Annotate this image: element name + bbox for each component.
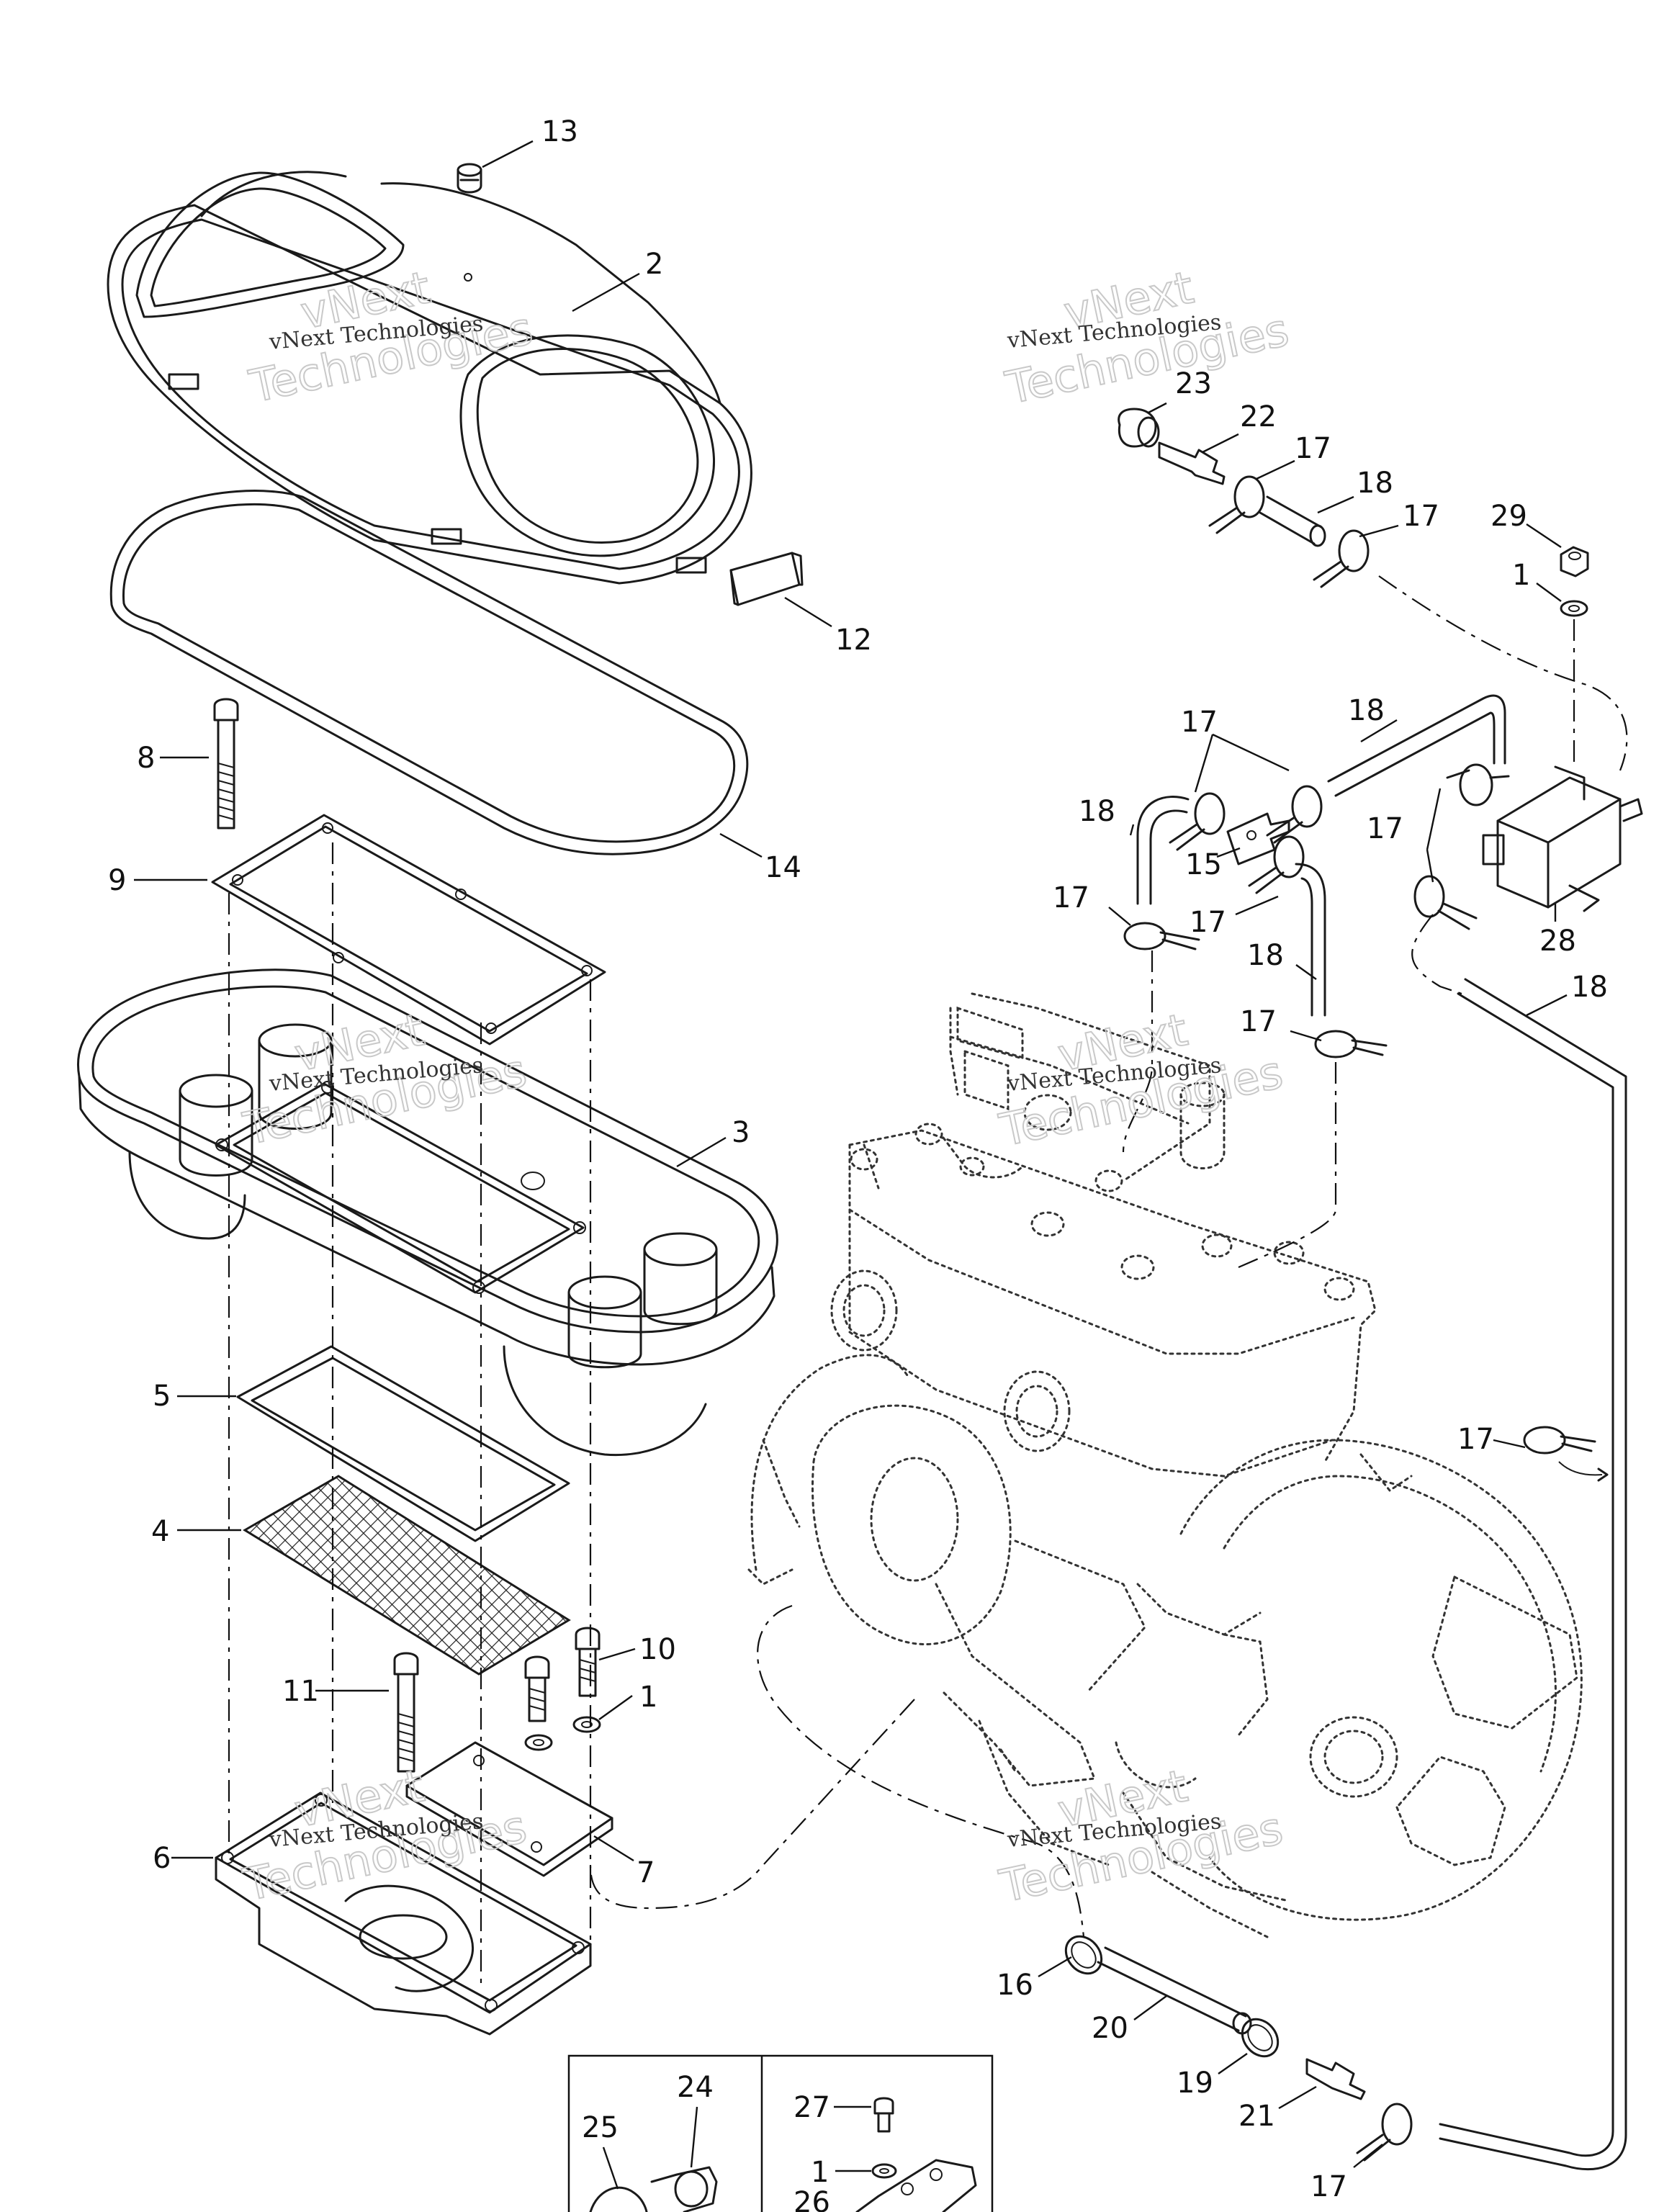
callout-17b: 17 bbox=[1403, 500, 1439, 533]
clamp-17c bbox=[1266, 785, 1323, 844]
callout-17g: 17 bbox=[1240, 1005, 1277, 1038]
callout-14: 14 bbox=[765, 851, 801, 884]
routing-lines bbox=[589, 575, 1628, 1938]
clamp-17a bbox=[1208, 475, 1265, 534]
clip bbox=[729, 552, 804, 606]
callout-10: 10 bbox=[639, 1633, 676, 1666]
inset-box bbox=[567, 2054, 994, 2212]
clamp-16 bbox=[1064, 1935, 1103, 1975]
callout-17d: 17 bbox=[1053, 881, 1089, 914]
hose-18e bbox=[1439, 978, 1627, 2171]
callout-25: 25 bbox=[582, 2111, 619, 2144]
callout-18d: 18 bbox=[1247, 939, 1284, 972]
callout-9: 9 bbox=[108, 864, 126, 897]
callout-2: 2 bbox=[645, 248, 663, 281]
clamp-17f bbox=[1413, 875, 1478, 930]
callout-29: 29 bbox=[1491, 500, 1527, 533]
callout-18c: 18 bbox=[1079, 795, 1115, 828]
callout-3: 3 bbox=[732, 1116, 750, 1149]
callout-11: 11 bbox=[282, 1675, 319, 1708]
callout-17f: 17 bbox=[1367, 812, 1403, 845]
callout-28: 28 bbox=[1539, 925, 1576, 958]
callout-17c: 17 bbox=[1181, 706, 1218, 739]
callout-24: 24 bbox=[677, 2071, 714, 2104]
callout-26: 26 bbox=[793, 2186, 830, 2212]
clamp-17g bbox=[1123, 922, 1200, 950]
nut-29 bbox=[1560, 546, 1589, 577]
callout-1b: 1 bbox=[1512, 559, 1530, 592]
engine bbox=[747, 992, 1583, 1938]
bracket-plate bbox=[405, 1741, 613, 1877]
clamp-near-28 bbox=[1446, 763, 1510, 806]
callout-12: 12 bbox=[835, 624, 872, 657]
clamp-17i bbox=[1356, 2103, 1413, 2162]
callout-20: 20 bbox=[1092, 2012, 1128, 2045]
flame-arrester bbox=[243, 1475, 571, 1676]
hose-18a bbox=[1259, 495, 1326, 547]
hose-18c bbox=[1136, 796, 1190, 905]
callout-1c: 1 bbox=[811, 2156, 829, 2189]
callout-19: 19 bbox=[1177, 2067, 1213, 2100]
callout-8: 8 bbox=[137, 742, 155, 775]
callout-6: 6 bbox=[153, 1842, 171, 1875]
leader-lines bbox=[134, 140, 1568, 2190]
lower-housing bbox=[215, 1791, 592, 2036]
watermarks: vNext Technologies vNext Technologies vN… bbox=[238, 260, 1294, 1913]
grommet bbox=[457, 163, 482, 194]
callout-18b: 18 bbox=[1348, 694, 1385, 727]
silencer-cover bbox=[107, 171, 752, 585]
plate-gasket bbox=[211, 814, 606, 1046]
clamp-17d bbox=[1169, 792, 1226, 851]
callout-7: 7 bbox=[637, 1856, 655, 1889]
clamp-19 bbox=[1241, 2018, 1280, 2058]
callout-22: 22 bbox=[1240, 400, 1277, 433]
fitting-22 bbox=[1158, 441, 1226, 485]
callout-16: 16 bbox=[997, 1969, 1033, 2002]
tee-fitting-15 bbox=[1226, 812, 1290, 866]
hose-18b bbox=[1327, 694, 1506, 797]
callout-15: 15 bbox=[1185, 848, 1222, 881]
clamp-17h bbox=[1314, 1030, 1388, 1058]
screw-8 bbox=[213, 698, 239, 830]
callout-4: 4 bbox=[151, 1515, 169, 1548]
fitting-cap bbox=[1118, 408, 1160, 448]
clamp-17e bbox=[1248, 835, 1305, 894]
callout-labels: 13 2 12 8 14 9 3 5 4 11 10 1 6 7 23 22 1… bbox=[108, 115, 1608, 2212]
filter-seal bbox=[236, 1345, 570, 1542]
silencer-base bbox=[77, 968, 778, 1457]
callout-1a: 1 bbox=[639, 1681, 657, 1714]
callout-18e: 18 bbox=[1571, 971, 1608, 1004]
callout-13: 13 bbox=[541, 115, 578, 148]
callout-17h: 17 bbox=[1457, 1423, 1494, 1456]
callout-17a: 17 bbox=[1295, 432, 1331, 465]
callout-18a: 18 bbox=[1357, 467, 1393, 500]
cover-gasket bbox=[109, 490, 749, 855]
screws-10 bbox=[524, 1627, 601, 1751]
callout-5: 5 bbox=[153, 1380, 171, 1413]
hose-20 bbox=[1097, 1946, 1252, 2035]
screw-11 bbox=[393, 1652, 419, 1773]
valve-28 bbox=[1482, 765, 1643, 912]
washer-1b bbox=[1560, 600, 1588, 617]
callout-17i: 17 bbox=[1310, 2170, 1347, 2203]
clamp-17-right bbox=[1523, 1426, 1609, 1482]
callout-27: 27 bbox=[793, 2091, 830, 2124]
fitting-21 bbox=[1305, 2058, 1366, 2100]
callout-17e: 17 bbox=[1190, 906, 1226, 939]
callout-23: 23 bbox=[1175, 367, 1212, 400]
hose-18d bbox=[1295, 863, 1326, 1017]
callout-21: 21 bbox=[1238, 2100, 1275, 2133]
clamp-17b bbox=[1313, 529, 1370, 588]
